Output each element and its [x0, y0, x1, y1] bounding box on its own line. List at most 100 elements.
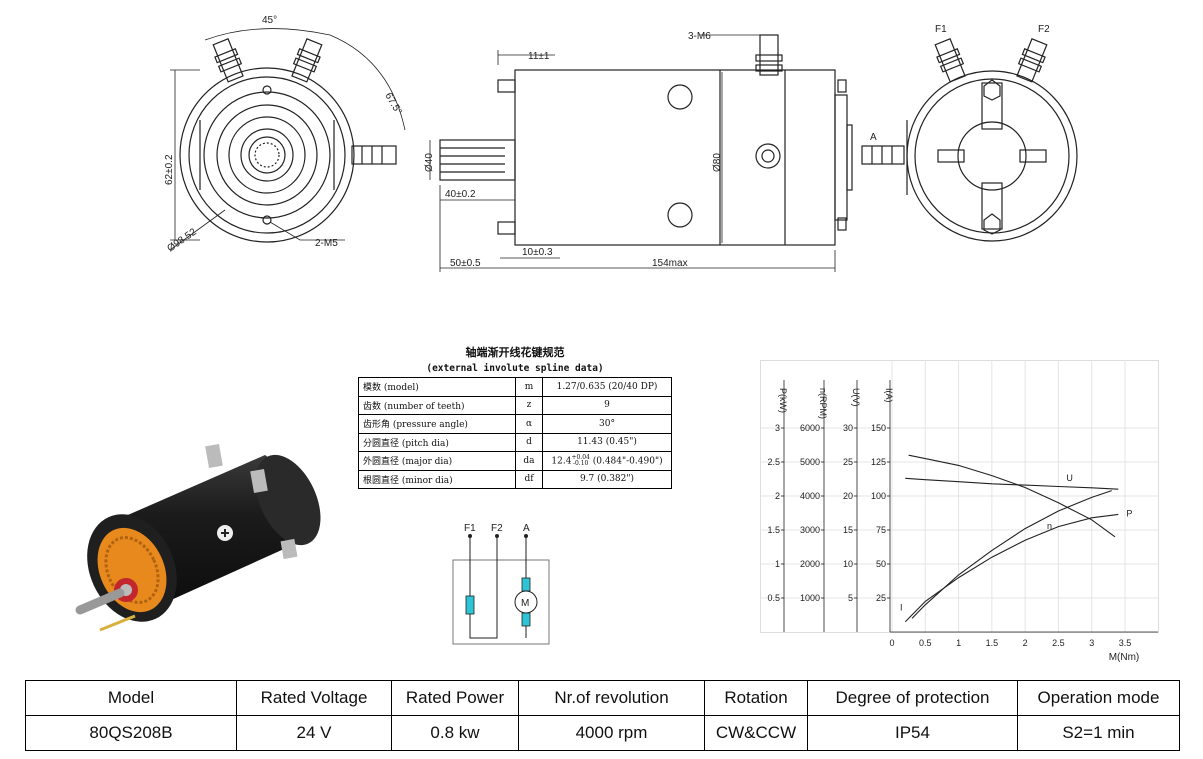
y-tick-label: 1000: [800, 593, 820, 603]
screw-2m5-label: 2-M5: [315, 238, 338, 249]
y-tick-label: 1: [775, 559, 780, 569]
spline-symbol: d: [515, 432, 543, 452]
series-line-P: [904, 513, 1119, 623]
y-tick-label: 3: [775, 423, 780, 433]
spline-symbol: m: [515, 377, 543, 397]
x-axis-label: M(Nm): [1109, 652, 1140, 663]
spec-header: Rated Power: [391, 680, 519, 716]
spec-header: Rotation: [704, 680, 808, 716]
y-tick-label: 1.5: [767, 525, 780, 535]
spline-title: 轴端渐开线花键规范: [465, 346, 565, 359]
field-winding: [465, 595, 475, 615]
spline-value: 11.43 (0.45"): [542, 432, 672, 452]
y-tick-label: 15: [843, 525, 853, 535]
spline-name: 齿形角 (pressure angle): [358, 414, 516, 434]
spline-row: 模数 (model) m 1.27/0.635 (20/40 DP): [358, 377, 672, 397]
dim-11-label: 11±1: [528, 51, 550, 62]
y-tick-label: 5000: [800, 457, 820, 467]
angle-67-label: 67.5°: [382, 91, 403, 117]
major-dia-main: 12.4: [551, 456, 572, 467]
y-tick-label: 30: [843, 423, 853, 433]
series-label-n: n: [1047, 521, 1052, 531]
x-tick-label: 2: [1023, 638, 1028, 648]
major-dia-tol-upper: +0.04: [571, 453, 590, 461]
spline-row: 齿形角 (pressure angle) α 30°: [358, 414, 672, 434]
spec-value: S2=1 min: [1017, 715, 1180, 751]
spec-header: Model: [25, 680, 237, 716]
rear-f2-label: F2: [1038, 24, 1050, 35]
y-tick-label: 4000: [800, 491, 820, 501]
spline-value: 9: [542, 395, 672, 415]
y-tick-label: 5: [848, 593, 853, 603]
x-tick-label: 3: [1089, 638, 1094, 648]
spec-table: Model Rated Voltage Rated Power Nr.of re…: [25, 680, 1180, 751]
screw-3m6-label: 3-M6: [688, 31, 711, 42]
spline-name: 外圆直径 (major dia): [358, 451, 516, 471]
series-label-U: U: [1066, 473, 1073, 483]
dim-40-label: 40±0.2: [445, 189, 476, 200]
spline-value: 1.27/0.635 (20/40 DP): [542, 377, 672, 397]
spec-value-row: 80QS208B 24 V 0.8 kw 4000 rpm CW&CCW IP5…: [25, 715, 1180, 751]
spline-name: 齿数 (number of teeth): [358, 395, 516, 415]
motor-photo: [75, 443, 321, 632]
rear-a-label: A: [870, 132, 877, 143]
spec-header: Rated Voltage: [236, 680, 392, 716]
series-line-U: [905, 477, 1119, 490]
angle-45-label: 45°: [262, 15, 277, 26]
spline-value: 12.4+0.04-0.10 (0.484"-0.490"): [542, 451, 672, 471]
y-tick-label: 25: [843, 457, 853, 467]
rear-view: [861, 38, 1078, 242]
spec-value: 24 V: [236, 715, 392, 751]
y-axis-label: n(RPM): [818, 388, 828, 419]
y-axis-label: P(kW): [778, 388, 788, 413]
y-tick-label: 2.5: [767, 457, 780, 467]
dim-10-label: 10±0.3: [522, 247, 553, 258]
y-tick-label: 3000: [800, 525, 820, 535]
wiring-a-label: A: [523, 523, 530, 534]
dim-62-label: 62±0.2: [164, 154, 175, 185]
spline-row: 外圆直径 (major dia) da 12.4+0.04-0.10 (0.48…: [358, 451, 672, 471]
dim-98-label: Ø98.52: [165, 226, 199, 254]
spline-symbol: da: [515, 451, 543, 471]
spec-header: Operation mode: [1017, 680, 1180, 716]
x-tick-label: 0: [889, 638, 894, 648]
spline-value: 9.7 (0.382"): [542, 469, 672, 489]
x-tick-label: 1: [956, 638, 961, 648]
spline-value: 30°: [542, 414, 672, 434]
spec-value: 4000 rpm: [518, 715, 705, 751]
x-tick-label: 3.5: [1119, 638, 1132, 648]
spec-header-row: Model Rated Voltage Rated Power Nr.of re…: [25, 680, 1180, 716]
x-tick-label: 0.5: [919, 638, 932, 648]
y-tick-label: 20: [843, 491, 853, 501]
spline-row: 根圆直径 (minor dia) df 9.7 (0.382"): [358, 469, 672, 489]
y-tick-label: 2: [775, 491, 780, 501]
y-tick-label: 2000: [800, 559, 820, 569]
major-dia-tol-lower: -0.10: [572, 459, 589, 467]
y-axis-label: I(A): [884, 388, 894, 403]
series-line-n: [908, 454, 1116, 538]
y-tick-label: 75: [876, 525, 886, 535]
spec-value: 0.8 kw: [391, 715, 519, 751]
wiring-diagram: F1 F2 A M: [452, 523, 550, 645]
y-tick-label: 10: [843, 559, 853, 569]
spline-row: 分圆直径 (pitch dia) d 11.43 (0.45"): [358, 432, 672, 452]
spline-symbol: α: [515, 414, 543, 434]
dim-154-label: 154max: [652, 258, 688, 269]
y-tick-label: 6000: [800, 423, 820, 433]
y-axis-label: U(V): [851, 388, 861, 407]
series-label-P: P: [1126, 508, 1132, 518]
spline-symbol: z: [515, 395, 543, 415]
technical-drawing: 45° 67.5° 62±0.2 Ø98.52 2-M5 3-M6 11±1 Ø…: [164, 15, 1078, 272]
rear-f1-label: F1: [935, 24, 947, 35]
spec-header: Degree of protection: [807, 680, 1018, 716]
y-tick-label: 50: [876, 559, 886, 569]
spec-header: Nr.of revolution: [518, 680, 705, 716]
dim-50-label: 50±0.5: [450, 258, 481, 269]
spline-row: 齿数 (number of teeth) z 9: [358, 395, 672, 415]
spline-subtitle: (external involute spline data): [426, 363, 604, 374]
y-tick-label: 25: [876, 593, 886, 603]
major-dia-inch: (0.484"-0.490"): [592, 456, 663, 467]
x-tick-label: 2.5: [1052, 638, 1065, 648]
series-line-I: [911, 490, 1112, 619]
